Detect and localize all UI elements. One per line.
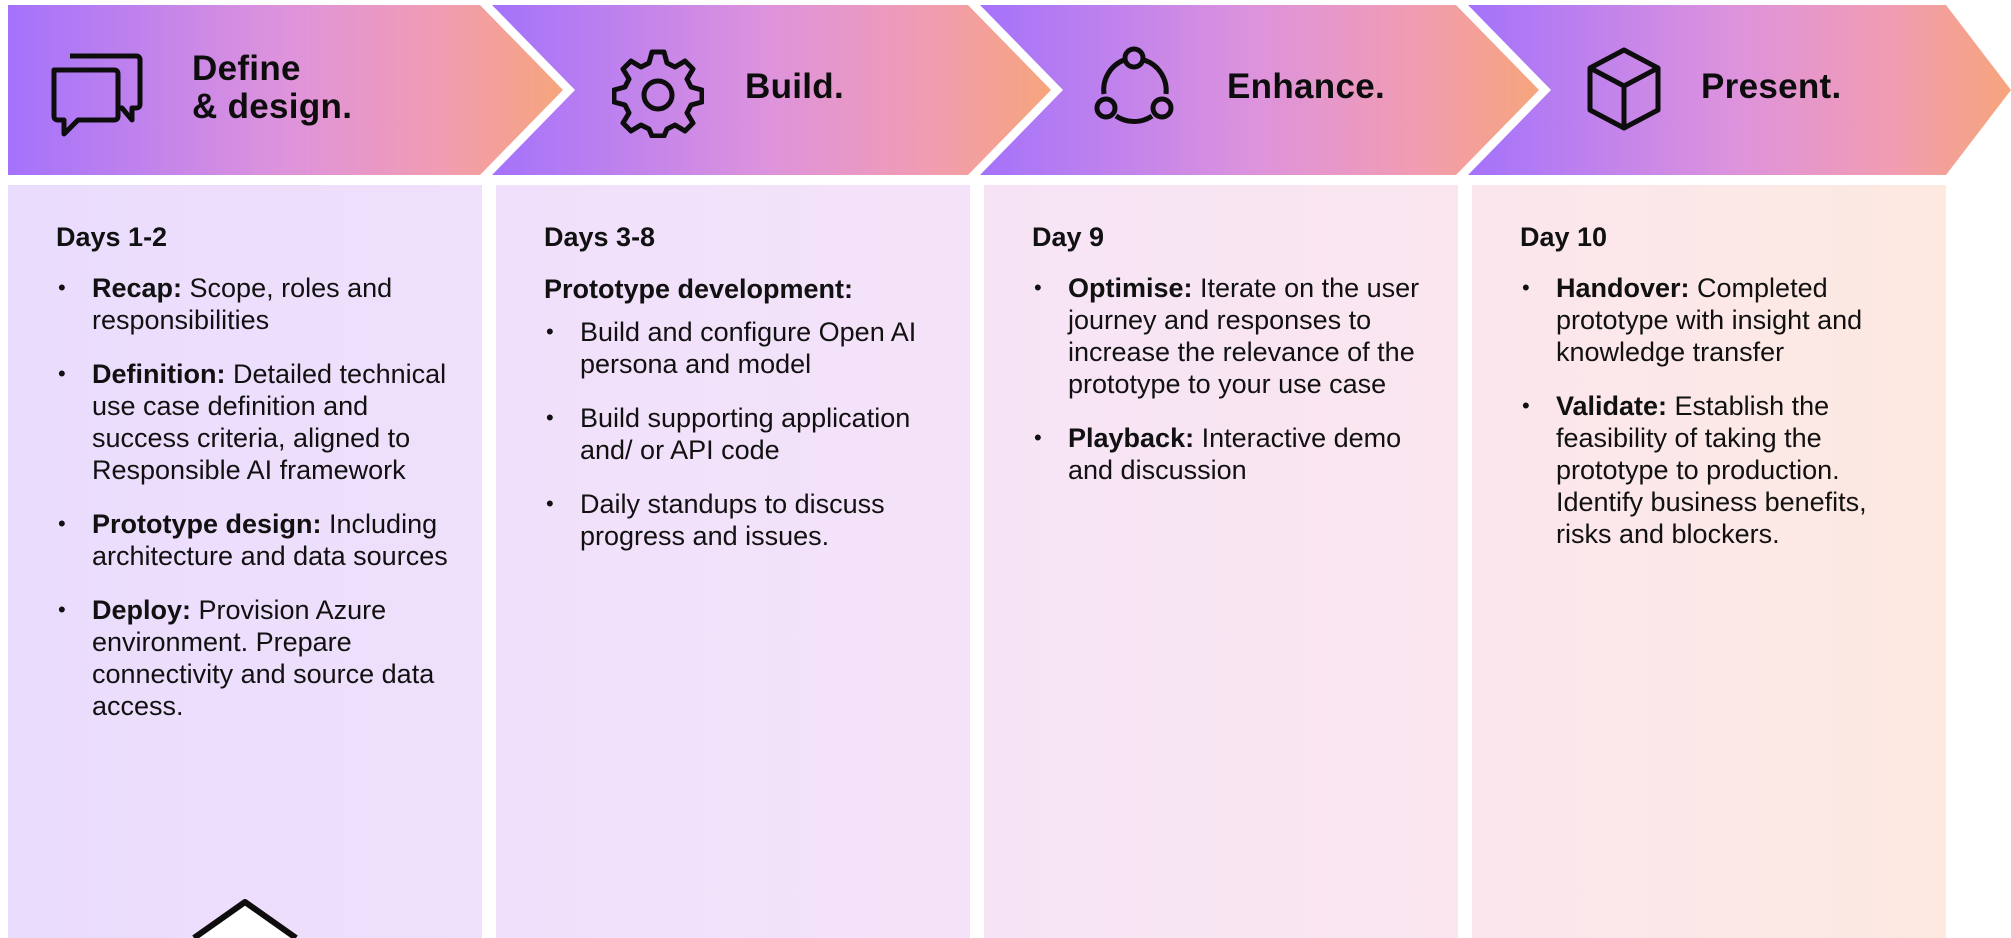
item-text: Build and configure Open AI persona and … <box>580 317 917 379</box>
list-item: • Optimise: Iterate on the user journey … <box>1032 272 1438 400</box>
chevron-present <box>1468 5 2011 175</box>
days-label: Days 1-2 <box>56 222 168 252</box>
list-item: • Handover: Completed prototype with ins… <box>1520 272 1926 368</box>
bullet: • <box>1034 425 1042 450</box>
item-text: Including architecture and data sources <box>92 509 448 571</box>
list-item: • Daily standups to discuss progress and… <box>544 488 950 552</box>
bullet: • <box>546 319 554 344</box>
diamond-shape-icon <box>192 899 298 938</box>
task-list: • Recap: Scope, roles and responsibiliti… <box>56 272 462 722</box>
stage-title-build: Build. <box>745 67 845 106</box>
bullet: • <box>1034 275 1042 300</box>
list-item: • Playback: Interactive demo and discuss… <box>1032 422 1438 486</box>
cycle-nodes-icon <box>1094 46 1174 124</box>
bullet: • <box>546 405 554 430</box>
list-item: • Recap: Scope, roles and responsibiliti… <box>56 272 462 336</box>
stage-chevron-band <box>8 5 2011 175</box>
task-list: • Handover: Completed prototype with ins… <box>1520 272 1926 550</box>
gear-icon <box>612 49 704 138</box>
stage-column-present: Day 10 • Handover: Completed prototype w… <box>1472 185 1946 938</box>
bullet: • <box>58 597 66 622</box>
bullet: • <box>58 511 66 536</box>
subheading: Prototype development: <box>544 274 854 304</box>
stage-title-enhance: Enhance. <box>1227 67 1386 106</box>
item-lead: Prototype design: <box>92 509 322 539</box>
item-text: Detailed technical use case definition a… <box>92 359 447 485</box>
chevron-enhance <box>980 5 1539 175</box>
item-text: Interactive demo and discussion <box>1068 423 1402 485</box>
item-text: Build supporting application and/ or API… <box>580 403 911 465</box>
item-text: Completed prototype with insight and kno… <box>1556 273 1863 367</box>
bullet: • <box>546 491 554 516</box>
item-text: Daily standups to discuss progress and i… <box>580 489 885 551</box>
list-item: • Build supporting application and/ or A… <box>544 402 950 466</box>
stage-column-build: Days 3-8 Prototype development: • Build … <box>496 185 970 938</box>
days-label: Day 10 <box>1520 222 1608 252</box>
stage-title-present: Present. <box>1701 67 1842 106</box>
item-text: Iterate on the user journey and response… <box>1068 273 1420 399</box>
bullet: • <box>1522 275 1530 300</box>
task-list: • Optimise: Iterate on the user journey … <box>1032 272 1438 486</box>
list-item: • Validate: Establish the feasibility of… <box>1520 390 1926 550</box>
item-lead: Validate: <box>1556 391 1668 421</box>
stage-column-enhance: Day 9 • Optimise: Iterate on the user jo… <box>984 185 1458 938</box>
chevron-define <box>8 5 563 175</box>
stage-column-define: Days 1-2 • Recap: Scope, roles and respo… <box>8 185 482 938</box>
item-lead: Recap: <box>92 273 183 303</box>
task-list: • Build and configure Open AI persona an… <box>544 316 950 552</box>
item-text: Provision Azure environment. Prepare con… <box>92 595 435 721</box>
days-label: Day 9 <box>1032 222 1105 252</box>
item-text: Scope, roles and responsibilities <box>92 273 393 335</box>
bullet: • <box>1522 393 1530 418</box>
stage-title-define: Define & design. <box>192 49 353 126</box>
bullet: • <box>58 275 66 300</box>
list-item: • Build and configure Open AI persona an… <box>544 316 950 380</box>
cube-icon <box>1587 47 1661 131</box>
days-label: Days 3-8 <box>544 222 656 252</box>
list-item: • Deploy: Provision Azure environment. P… <box>56 594 462 722</box>
item-lead: Handover: <box>1556 273 1690 303</box>
bullet: • <box>58 361 66 386</box>
item-lead: Definition: <box>92 359 226 389</box>
list-item: • Definition: Detailed technical use cas… <box>56 358 462 486</box>
item-lead: Deploy: <box>92 595 192 625</box>
item-lead: Playback: <box>1068 423 1195 453</box>
list-item: • Prototype design: Including architectu… <box>56 508 462 572</box>
item-text: Establish the feasibility of taking the … <box>1556 391 1867 549</box>
chat-bubbles-icon <box>51 53 143 137</box>
item-lead: Optimise: <box>1068 273 1193 303</box>
